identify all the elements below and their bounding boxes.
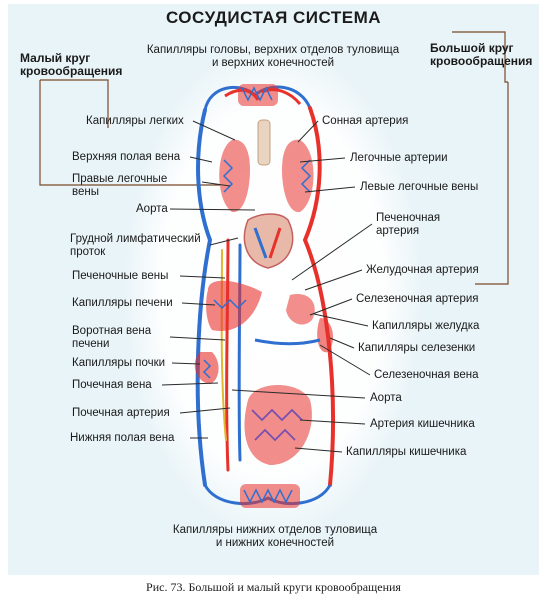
main-vessels — [195, 106, 335, 487]
figure-caption: Рис. 73. Большой и малый круги кровообра… — [146, 580, 401, 594]
label-pulmonary-arteries: Легочные артерии — [350, 152, 448, 164]
kidney — [194, 352, 219, 384]
label-gastric-artery: Желудочная артерия — [366, 264, 479, 276]
left-leader-lines — [161, 120, 256, 439]
label-aorta-right: Аорта — [370, 392, 402, 404]
right-leader-lines — [231, 120, 373, 453]
label-liver-capillaries: Капилляры печени — [72, 297, 173, 309]
label-splenic-artery: Селезеночная артерия — [356, 293, 479, 305]
lungs — [219, 119, 314, 213]
label-aorta-left: Аорта — [136, 203, 168, 215]
stomach-spleen — [254, 294, 334, 353]
diagram-title: СОСУДИСТАЯ СИСТЕМА — [165, 8, 382, 27]
lesser-circuit-bracket — [39, 79, 220, 186]
intestine-capillaries — [244, 385, 312, 465]
label-left-pulmonary-veins: Левые легочные вены — [360, 181, 479, 193]
label-lung-capillaries: Капилляры легких — [86, 115, 184, 127]
liver — [206, 280, 262, 331]
label-renal-artery: Почечная артерия — [72, 407, 170, 419]
label-spleen-capillaries: Капилляры селезенки — [358, 342, 476, 354]
greater-circuit-bracket — [452, 31, 509, 285]
label-hepatic-veins: Печеночные вены — [72, 270, 169, 282]
heart — [243, 213, 294, 269]
label-stomach-capillaries: Капилляры желудка — [372, 320, 480, 332]
label-inferior-vena-cava: Нижняя полая вена — [70, 432, 175, 444]
label-kidney-capillaries: Капилляры почки — [72, 357, 166, 369]
label-intestinal-artery: Артерия кишечника — [370, 418, 475, 430]
label-carotid-artery: Сонная артерия — [322, 115, 409, 127]
label-splenic-vein: Селезеночная вена — [374, 369, 479, 381]
top-capillaries-label: Капилляры головы, верхних отделов тулови… — [146, 44, 400, 69]
label-renal-vein: Почечная вена — [72, 379, 152, 391]
upper-capillaries — [203, 84, 312, 111]
label-superior-vena-cava: Верхняя полая вена — [72, 151, 181, 163]
label-intestinal-capillaries: Капилляры кишечника — [346, 446, 467, 458]
lower-capillaries — [203, 484, 332, 508]
